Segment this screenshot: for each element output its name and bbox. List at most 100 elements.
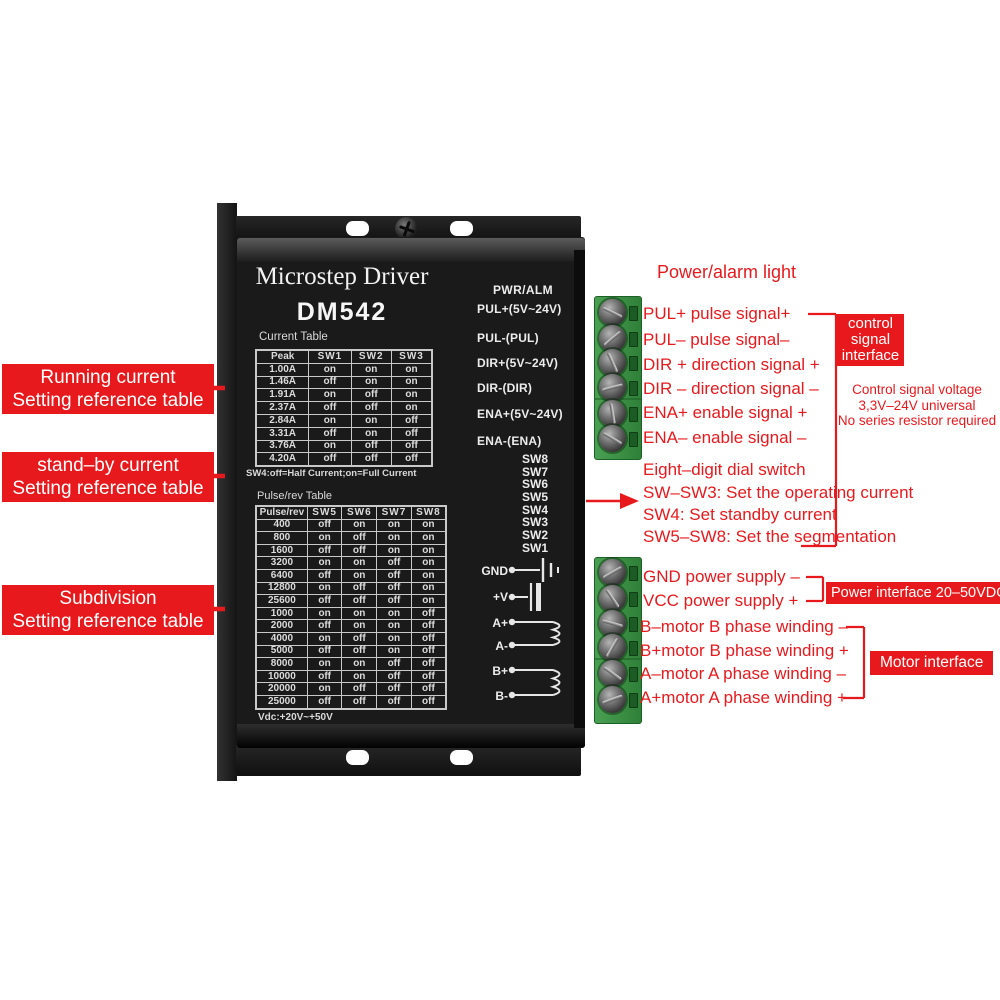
cell: on (391, 388, 433, 403)
cell: off (410, 694, 447, 710)
mounting-plate-left-flange (217, 203, 237, 781)
control-box-line: control (847, 315, 894, 332)
cell: off (410, 644, 447, 659)
power-terminal-label: A+ (492, 616, 508, 630)
cell: on (306, 531, 343, 545)
cell: 12800 (255, 581, 308, 596)
cell: on (306, 657, 343, 671)
cell: on (350, 413, 393, 428)
cell: on (391, 401, 433, 415)
power-terminal-label: GND (481, 564, 508, 578)
wire-slot (629, 566, 638, 581)
cell: on (376, 543, 412, 558)
terminal-screw (599, 299, 626, 326)
cell: on (376, 619, 412, 633)
sw4-note: SW4:off=Half Current;on=Full Current (246, 468, 417, 479)
dip-switch-label: SW4 (521, 503, 548, 517)
current-table-caption: Current Table (259, 331, 328, 343)
annotation-signal-line: DIR + direction signal + (643, 355, 820, 374)
control-signal-interface-box: control signal interface (837, 314, 904, 366)
cell: 1.00A (255, 362, 310, 377)
header-cell: SW5 (306, 505, 343, 520)
power-terminal-label: A- (495, 639, 508, 653)
cell: off (376, 682, 412, 696)
cell: off (391, 439, 433, 454)
cell: off (376, 694, 412, 710)
left-box-line: Running current (40, 367, 176, 388)
cell: off (341, 531, 378, 545)
control-note-line: 3,3V–24V universal (858, 397, 976, 413)
cell: on (308, 439, 352, 454)
cell: on (410, 568, 447, 583)
cell: on (341, 657, 378, 671)
cell: off (410, 657, 447, 671)
wire-slot (629, 592, 638, 607)
standby-current-box: stand–by current Setting reference table (2, 452, 214, 502)
annotation-signal-line: ENA– enable signal – (643, 428, 807, 447)
cell: on (341, 669, 378, 684)
cell: on (376, 631, 412, 646)
cell: on (350, 426, 393, 441)
cell: 4.20A (255, 452, 310, 467)
cell: on (410, 594, 447, 608)
cell: 6400 (255, 568, 308, 583)
cell: on (308, 362, 352, 377)
cell: on (376, 644, 412, 659)
device-title: Microstep Driver (255, 263, 429, 290)
cell: off (410, 669, 447, 684)
left-box-line: Subdivision (59, 588, 157, 609)
pwr-alm-label: PWR/ALM (492, 283, 554, 297)
cell: on (306, 581, 343, 596)
cell: 1600 (255, 543, 308, 558)
header-cell: SW7 (376, 505, 412, 520)
cell: off (376, 669, 412, 684)
terminal-screw (599, 325, 626, 352)
cell: off (306, 669, 343, 684)
terminal-screw (599, 425, 626, 452)
header-cell: SW6 (341, 505, 378, 520)
cell: off (410, 619, 447, 633)
cell: 1000 (255, 606, 308, 621)
cell: off (350, 388, 393, 403)
annotation-signal-line: PUL– pulse signal– (643, 330, 790, 349)
cell: off (308, 426, 352, 441)
cell: off (306, 518, 343, 533)
cell: off (376, 594, 412, 608)
cell: 800 (255, 531, 308, 545)
power-terminal-block (594, 557, 642, 724)
power-terminal-label: B+ (492, 664, 508, 678)
wire-slot (629, 356, 638, 371)
cell: off (341, 694, 378, 710)
header-cell: SW1 (308, 349, 352, 364)
cell: on (308, 388, 352, 403)
cell: on (376, 606, 412, 621)
signal-terminal-block (594, 296, 642, 460)
terminal-screw (599, 559, 626, 586)
cell: on (341, 518, 378, 533)
signal-terminal-label: ENA-(ENA) (477, 434, 542, 448)
terminal-screw (599, 400, 626, 427)
annotation-motor-line: B+motor B phase winding + (640, 641, 849, 660)
signal-terminal-label: PUL+(5V~24V) (477, 302, 562, 316)
cell: off (341, 543, 378, 558)
cell: on (306, 631, 343, 646)
cell: 20000 (255, 682, 308, 696)
cell: on (410, 581, 447, 596)
power-terminal-label: B- (495, 689, 508, 703)
wire-slot (629, 617, 638, 632)
power-interface-box: Power interface 20–50VDC (826, 582, 1000, 604)
header-cell: SW3 (391, 349, 433, 364)
cell: off (376, 568, 412, 583)
annotation-dial-line: SW4: Set standby current (643, 505, 837, 524)
